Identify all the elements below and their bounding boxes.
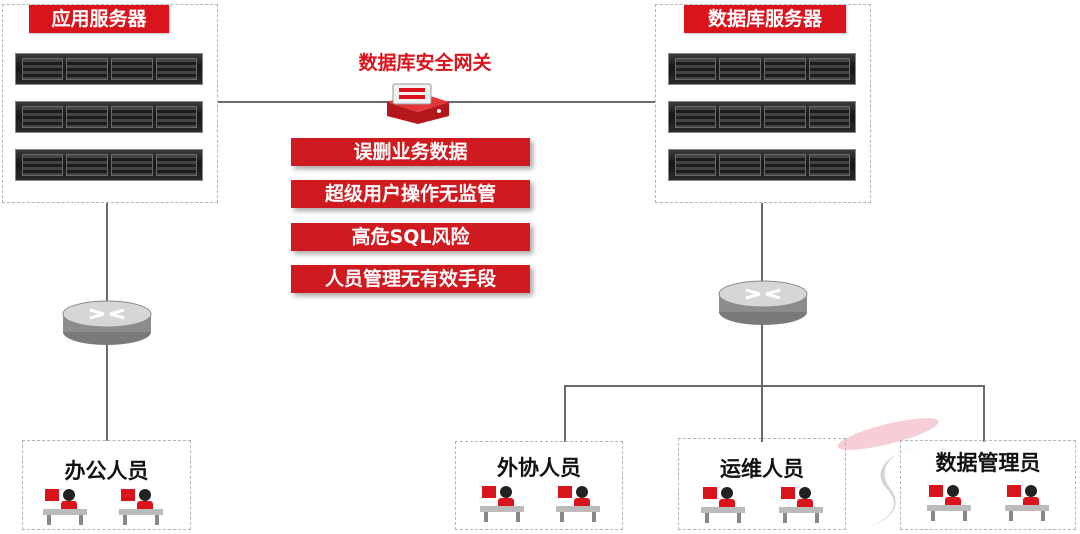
risk-item: 误删业务数据 [291, 138, 530, 166]
server-rack [668, 53, 856, 85]
link-router-to-bus [761, 322, 763, 386]
risk-item: 高危SQL风险 [291, 223, 530, 251]
workstation-user-icon [701, 487, 745, 523]
router-icon [718, 280, 808, 325]
ops-group-title: 运维人员 [720, 457, 804, 481]
link-router-to-office [106, 341, 108, 441]
outsourcing-group-title: 外协人员 [497, 456, 581, 480]
server-rack [15, 101, 203, 133]
link-bus-outsourcing [564, 385, 566, 442]
link-bus-ops [761, 385, 763, 442]
workstation-user-icon [119, 489, 163, 525]
ops-group: 运维人员 [678, 438, 846, 530]
gateway-label: 数据库安全网关 [358, 52, 492, 74]
workstation-user-icon [556, 486, 600, 522]
workstation-user-icon [1005, 485, 1049, 521]
app-server-title: 应用服务器 [29, 5, 169, 33]
risk-item: 超级用户操作无监管 [291, 180, 530, 208]
workstation-user-icon [480, 486, 524, 522]
db-server-box: 数据库服务器 [655, 4, 871, 203]
workstation-user-icon [779, 487, 823, 523]
workstation-user-icon [927, 485, 971, 521]
router-icon [62, 300, 152, 345]
link-app-to-router [106, 203, 108, 303]
app-server-box: 应用服务器 [2, 4, 218, 203]
dba-group-title: 数据管理员 [935, 451, 1041, 475]
link-bus-dba [983, 385, 985, 442]
risk-item: 人员管理无有效手段 [291, 265, 530, 293]
db-server-title: 数据库服务器 [684, 5, 846, 33]
server-rack [15, 53, 203, 85]
server-rack [668, 101, 856, 133]
link-db-to-router [761, 203, 763, 283]
decorative-swoosh [837, 418, 939, 526]
office-group-title: 办公人员 [64, 459, 149, 483]
firewall-icon [387, 83, 449, 124]
workstation-user-icon [43, 489, 87, 525]
server-rack [15, 149, 203, 181]
server-rack [668, 149, 856, 181]
outsourcing-group: 外协人员 [455, 441, 623, 530]
dba-group: 数据管理员 [900, 440, 1076, 530]
bus-line [564, 385, 985, 387]
office-group: 办公人员 [22, 440, 191, 530]
